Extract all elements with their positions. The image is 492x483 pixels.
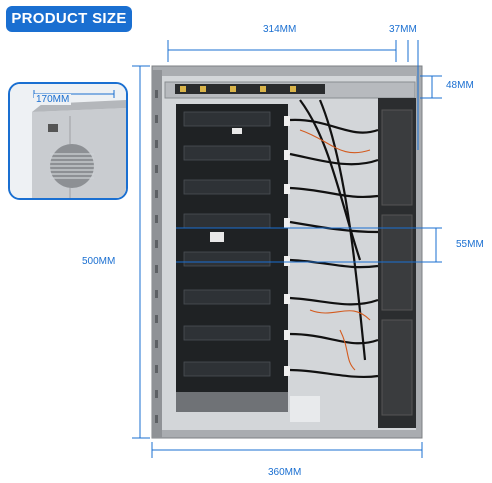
inset-width-label: 170MM [34, 94, 72, 105]
rail-height-label: 48MM [446, 80, 474, 91]
product-size-badge: PRODUCT SIZE [6, 6, 132, 32]
top-right-label: 37MM [389, 24, 417, 35]
height-label: 500MM [82, 256, 116, 267]
top-width-label: 314MM [263, 24, 297, 35]
bottom-width-label: 360MM [268, 467, 302, 478]
slot-spacing-label: 55MM [456, 239, 484, 250]
